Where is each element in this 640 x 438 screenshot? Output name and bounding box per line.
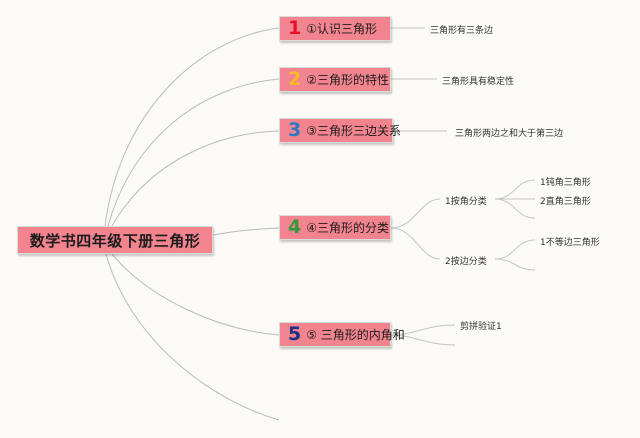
topic-node-2[interactable]: 2 ②三角形的特性	[279, 67, 391, 92]
topic-number-2: 2	[288, 68, 302, 90]
topic-node-1[interactable]: 1 ①认识三角形	[279, 16, 391, 41]
link-root-topic-5	[111, 253, 280, 336]
topic-label-1: ①认识三角形	[306, 22, 377, 36]
link-topic-4-angle	[390, 198, 441, 229]
leaf-topic-5[interactable]: 剪拼验证1	[460, 322, 502, 332]
link-angle-extra	[494, 198, 536, 219]
topic-label-3: ③三角形三边关系	[306, 124, 401, 138]
leaf-by-angle[interactable]: 1按角分类	[445, 197, 487, 207]
leaf-topic-3[interactable]: 三角形两边之和大于第三边	[455, 129, 564, 139]
leaf-topic-1[interactable]: 三角形有三条边	[430, 26, 494, 36]
link-root-topic-4	[212, 227, 280, 236]
leaf-right-triangle[interactable]: 2直角三角形	[540, 197, 591, 207]
link-root-topic-2	[107, 78, 280, 227]
leaf-by-side[interactable]: 2按边分类	[445, 257, 487, 267]
topic-label-5: ⑤ 三角形的内角和	[306, 328, 405, 342]
link-angle-obtuse	[494, 179, 536, 200]
topic-number-4: 4	[288, 216, 302, 238]
topic-number-3: 3	[288, 119, 302, 141]
leaf-scalene-triangle[interactable]: 1不等边三角形	[540, 238, 600, 248]
topic-label-2: ②三角形的特性	[306, 73, 389, 87]
link-topic-4-side	[390, 227, 441, 260]
leaf-topic-2[interactable]: 三角形具有稳定性	[442, 77, 515, 87]
link-root-topic-3	[111, 130, 280, 227]
root-label: 数学书四年级下册三角形	[29, 231, 201, 250]
topic-node-4[interactable]: 4 ④三角形的分类	[279, 215, 391, 240]
link-side-scalene	[494, 239, 536, 260]
link-side-extra	[494, 258, 536, 271]
root-node[interactable]: 数学书四年级下册三角形	[17, 226, 213, 254]
topic-node-3[interactable]: 3 ③三角形三边关系	[279, 118, 401, 143]
topic-node-5[interactable]: 5 ⑤ 三角形的内角和	[279, 322, 405, 347]
link-topic-5-extra	[390, 334, 456, 346]
topic-label-4: ④三角形的分类	[306, 221, 389, 235]
link-root-extra	[105, 253, 280, 421]
topic-number-5: 5	[288, 323, 302, 345]
topic-number-1: 1	[288, 17, 302, 39]
leaf-obtuse-triangle[interactable]: 1钝角三角形	[540, 178, 591, 188]
link-topic-5-leaf	[390, 324, 456, 336]
link-root-topic-1	[104, 27, 280, 227]
